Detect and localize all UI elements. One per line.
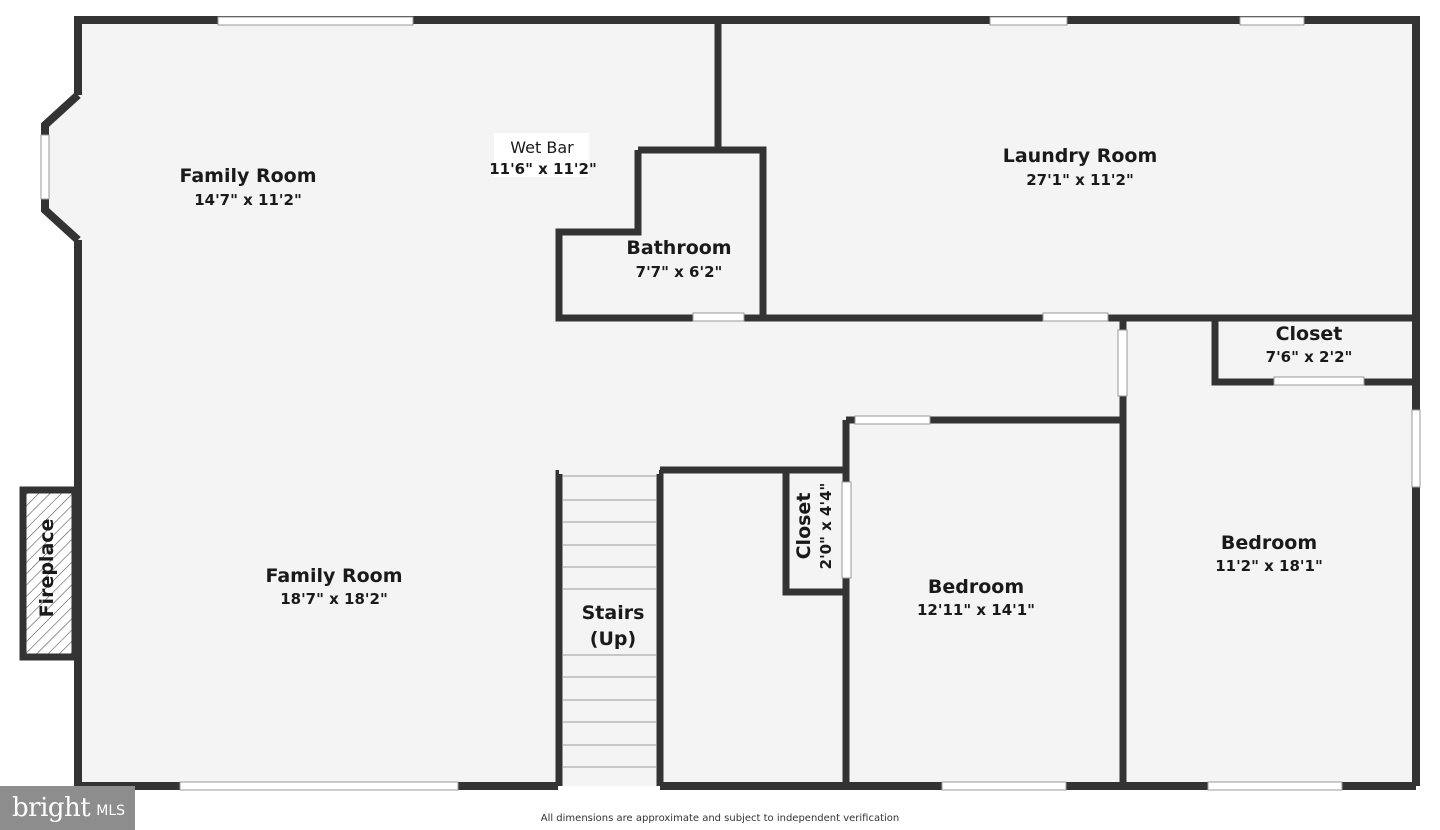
- wet-bar-dim: 11'6" x 11'2": [489, 160, 597, 178]
- logo-suffix: MLS: [96, 803, 125, 819]
- bedroom-right-name: Bedroom: [1221, 532, 1317, 554]
- closet-small-name: Closet: [793, 493, 815, 560]
- bathroom-name: Bathroom: [626, 237, 731, 259]
- wet-bar-label-bg: [494, 133, 589, 177]
- bright-mls-logo: bright MLS: [0, 786, 135, 830]
- stairs-label-line2: (Up): [590, 628, 636, 650]
- family-room-bottom-name: Family Room: [265, 565, 402, 587]
- windows: [40, 16, 1421, 791]
- fireplace: [19, 486, 79, 661]
- family-room-top-dim: 14'7" x 11'2": [194, 191, 302, 209]
- wet-bar-name: Wet Bar: [510, 138, 574, 157]
- stair-treads: [563, 475, 656, 768]
- bathroom-dim: 7'7" x 6'2": [636, 263, 723, 281]
- stairs-label-line1: Stairs: [582, 602, 645, 624]
- room-labels: Family Room 14'7" x 11'2" Wet Bar 11'6" …: [36, 138, 1352, 650]
- closet-right-dim: 7'6" x 2'2": [1266, 348, 1353, 366]
- bedroom-left-name: Bedroom: [928, 576, 1024, 598]
- family-room-top-name: Family Room: [179, 165, 316, 187]
- disclaimer-text: All dimensions are approximate and subje…: [540, 813, 900, 824]
- family-room-bottom-dim: 18'7" x 18'2": [280, 590, 388, 608]
- floor-area: [45, 24, 1416, 786]
- bedroom-right-dim: 11'2" x 18'1": [1215, 557, 1323, 575]
- bedroom-left-dim: 12'11" x 14'1": [917, 601, 1035, 619]
- laundry-room-name: Laundry Room: [1003, 145, 1158, 167]
- closet-right-name: Closet: [1276, 323, 1343, 345]
- interior-walls: [555, 24, 1416, 786]
- laundry-room-dim: 27'1" x 11'2": [1026, 171, 1134, 189]
- logo-brand: bright: [12, 793, 91, 823]
- fireplace-label: Fireplace: [36, 519, 58, 618]
- closet-small-dim: 2'0" x 4'4": [817, 483, 835, 570]
